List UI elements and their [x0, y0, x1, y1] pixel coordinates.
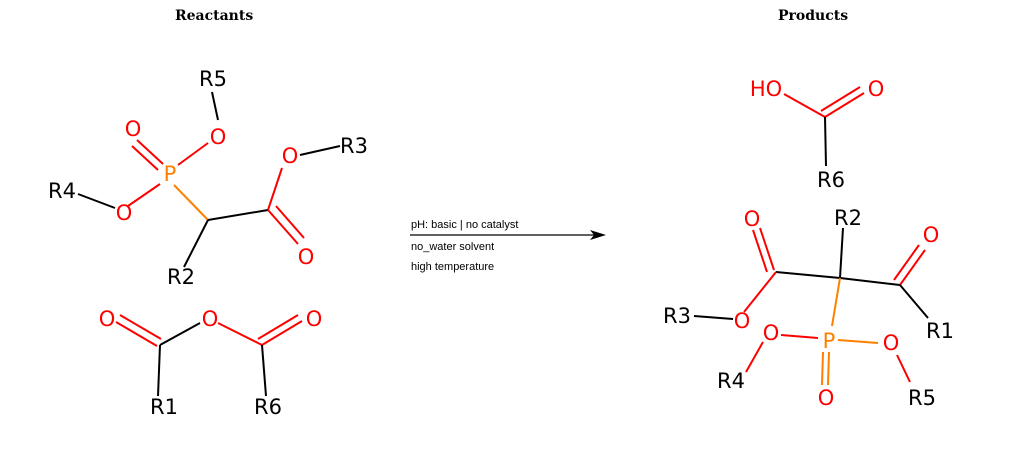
atom-r5: R5 — [908, 386, 936, 410]
products-heading: Products — [778, 8, 849, 24]
reaction-arrow — [410, 230, 606, 240]
reactant-anhydride — [115, 314, 303, 397]
atom-r1: R1 — [926, 319, 954, 343]
atom-r4: R4 — [717, 369, 745, 393]
atom-oxygen: O — [306, 307, 323, 331]
product-acyl-phosphonate-labels: O R2 O R3 O O P O R1 R4 O R5 — [663, 206, 954, 410]
atom-r4: R4 — [48, 179, 76, 203]
atom-r3: R3 — [340, 134, 368, 158]
atom-oxygen: O — [282, 144, 299, 168]
atom-oxygen: O — [202, 307, 219, 331]
reactant-phosphonate-labels: R5 O O P R4 O O R3 O R2 — [48, 67, 368, 289]
atom-oxygen: O — [818, 386, 835, 410]
atom-oxygen: O — [298, 245, 315, 269]
atom-oxygen: O — [125, 117, 142, 141]
atom-oxygen: O — [734, 309, 751, 333]
condition-solvent: no_water solvent — [411, 241, 494, 253]
reactants-heading: Reactants — [175, 8, 254, 24]
reactant-phosphonate — [77, 91, 341, 268]
product-acyl-phosphonate — [693, 227, 929, 386]
atom-r2: R2 — [834, 206, 862, 230]
atom-r6: R6 — [254, 395, 282, 419]
atom-phosphorus: P — [823, 329, 836, 353]
atom-hydroxyl: HO — [750, 77, 782, 101]
condition-temperature: high temperature — [411, 261, 494, 273]
atom-r6: R6 — [817, 168, 845, 192]
atom-oxygen: O — [210, 125, 227, 149]
atom-oxygen: O — [883, 331, 900, 355]
atom-r1: R1 — [150, 395, 178, 419]
reactant-anhydride-labels: O O O R1 R6 — [99, 307, 323, 419]
atom-oxygen: O — [868, 77, 885, 101]
atom-oxygen: O — [744, 207, 761, 231]
atom-r2: R2 — [167, 265, 195, 289]
atom-r5: R5 — [199, 67, 227, 91]
atom-oxygen: O — [116, 201, 133, 225]
atom-r3: R3 — [663, 304, 691, 328]
condition-ph: pH: basic | no catalyst — [411, 219, 518, 231]
atom-oxygen: O — [923, 223, 940, 247]
product-carboxylic-acid — [783, 86, 865, 167]
product-acid-labels: HO O R6 — [750, 77, 884, 192]
atom-phosphorus: P — [164, 162, 177, 186]
atom-oxygen: O — [99, 307, 116, 331]
atom-oxygen: O — [763, 321, 780, 345]
